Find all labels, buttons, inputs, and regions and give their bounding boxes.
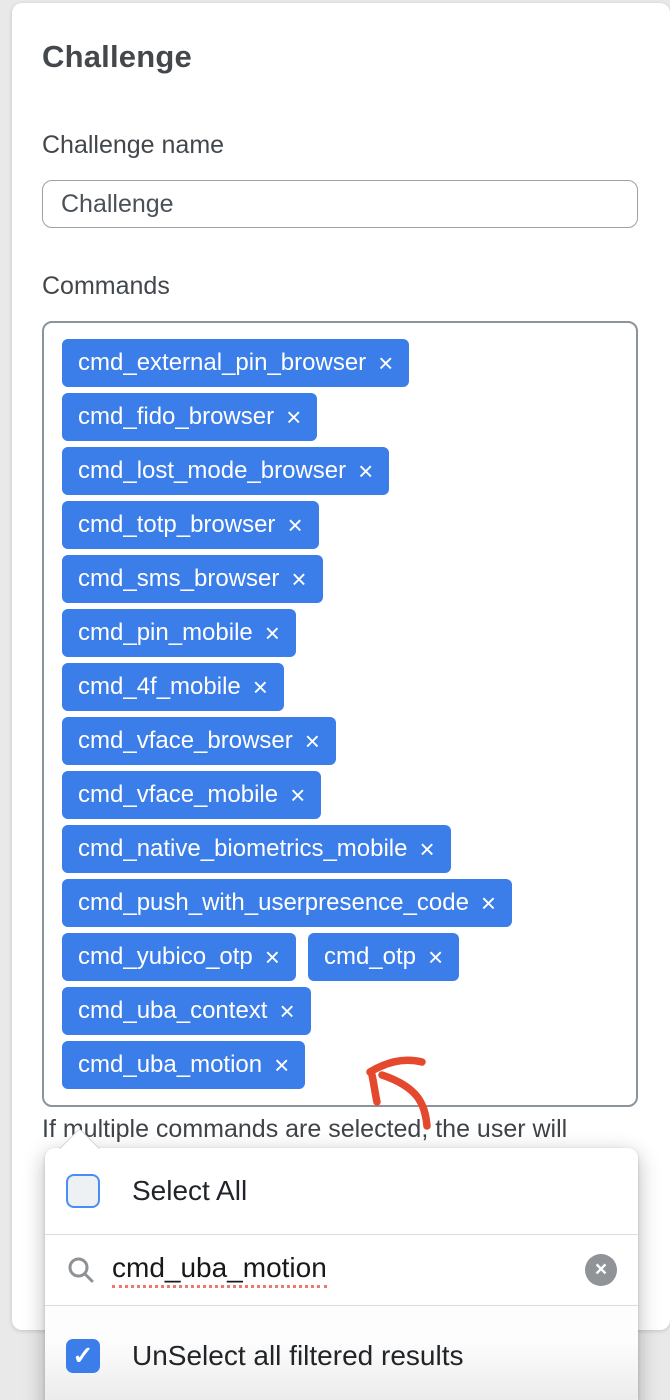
tag-label: cmd_vface_mobile	[78, 781, 279, 808]
tag-row: cmd_external_pin_browser ×	[62, 339, 618, 387]
tag-row: cmd_sms_browser ×	[62, 555, 618, 603]
command-tag[interactable]: cmd_4f_mobile ×	[62, 663, 284, 711]
unselect-filtered-row[interactable]: ✓ UnSelect all filtered results	[45, 1306, 638, 1400]
remove-tag-icon[interactable]: ×	[252, 672, 268, 702]
tag-row: cmd_fido_browser ×	[62, 393, 618, 441]
command-tag[interactable]: cmd_uba_motion ×	[62, 1041, 306, 1089]
tag-label: cmd_sms_browser	[78, 565, 280, 592]
search-input[interactable]: cmd_uba_motion	[112, 1252, 327, 1288]
select-all-row[interactable]: ✓ Select All	[45, 1148, 638, 1234]
tag-label: cmd_fido_browser	[78, 403, 275, 430]
tag-label: cmd_yubico_otp	[78, 943, 253, 970]
unselect-filtered-label: UnSelect all filtered results	[132, 1340, 464, 1371]
tag-label: cmd_external_pin_browser	[78, 349, 367, 376]
search-icon	[68, 1257, 94, 1283]
select-all-label: Select All	[132, 1175, 248, 1206]
divider	[45, 1234, 638, 1235]
command-tag[interactable]: cmd_pin_mobile ×	[62, 609, 296, 657]
tag-label: cmd_4f_mobile	[78, 673, 241, 700]
command-tag[interactable]: cmd_lost_mode_browser ×	[62, 447, 390, 495]
remove-tag-icon[interactable]: ×	[358, 456, 374, 486]
tag-label: cmd_pin_mobile	[78, 619, 253, 646]
tag-label: cmd_totp_browser	[78, 511, 276, 538]
search-row[interactable]: cmd_uba_motion ×	[45, 1235, 638, 1305]
tag-label: cmd_uba_motion	[78, 1051, 263, 1078]
command-tag[interactable]: cmd_fido_browser ×	[62, 393, 318, 441]
remove-tag-icon[interactable]: ×	[279, 996, 295, 1026]
tag-row: cmd_native_biometrics_mobile ×	[62, 825, 618, 873]
challenge-form-card: Challenge Challenge name Commands cmd_ex…	[12, 3, 670, 1330]
tag-row: cmd_lost_mode_browser ×	[62, 447, 618, 495]
help-text: If multiple commands are selected, the u…	[42, 1115, 568, 1143]
select-all-checkbox[interactable]: ✓	[66, 1174, 100, 1208]
tag-row: cmd_uba_context ×	[62, 987, 618, 1035]
remove-tag-icon[interactable]: ×	[274, 1050, 290, 1080]
tag-label: cmd_lost_mode_browser	[78, 457, 347, 484]
remove-tag-icon[interactable]: ×	[419, 834, 435, 864]
challenge-name-input[interactable]	[42, 180, 638, 228]
clear-search-button[interactable]: ×	[585, 1254, 617, 1286]
page-title: Challenge	[42, 39, 192, 74]
remove-tag-icon[interactable]: ×	[287, 510, 303, 540]
tag-label: cmd_otp	[323, 943, 417, 970]
tag-row: cmd_pin_mobile ×	[62, 609, 618, 657]
checkmark-icon: ✓	[72, 1342, 94, 1370]
tag-label: cmd_native_biometrics_mobile	[78, 835, 408, 862]
unselect-filtered-checkbox[interactable]: ✓	[66, 1339, 100, 1373]
command-tag[interactable]: cmd_sms_browser ×	[62, 555, 323, 603]
tag-row: cmd_4f_mobile ×	[62, 663, 618, 711]
remove-tag-icon[interactable]: ×	[291, 564, 307, 594]
tag-row: cmd_push_with_userpresence_code ×	[62, 879, 618, 927]
tag-label: cmd_push_with_userpresence_code	[78, 889, 469, 916]
clear-icon: ×	[594, 1258, 608, 1281]
tag-label: cmd_uba_context	[78, 997, 268, 1024]
tag-label: cmd_vface_browser	[78, 727, 293, 754]
command-tag[interactable]: cmd_uba_context ×	[62, 987, 311, 1035]
commands-multiselect[interactable]: cmd_external_pin_browser×cmd_fido_browse…	[42, 321, 638, 1107]
command-tag[interactable]: cmd_vface_browser ×	[62, 717, 336, 765]
tag-row: cmd_yubico_otp × cmd_otp ×	[62, 933, 618, 981]
remove-tag-icon[interactable]: ×	[286, 402, 302, 432]
command-tag[interactable]: cmd_push_with_userpresence_code ×	[62, 879, 513, 927]
tag-row: cmd_vface_mobile ×	[62, 771, 618, 819]
command-tag[interactable]: cmd_vface_mobile ×	[62, 771, 322, 819]
tag-row: cmd_vface_browser ×	[62, 717, 618, 765]
commands-dropdown-panel: ✓ Select All cmd_uba_motion × ✓ UnSelect…	[45, 1127, 638, 1400]
remove-tag-icon[interactable]: ×	[264, 618, 280, 648]
command-tag[interactable]: cmd_otp ×	[307, 933, 460, 981]
annotation-arrow-icon	[366, 1056, 431, 1130]
remove-tag-icon[interactable]: ×	[264, 942, 280, 972]
command-tag[interactable]: cmd_native_biometrics_mobile ×	[62, 825, 451, 873]
challenge-name-label: Challenge name	[42, 131, 225, 159]
remove-tag-icon[interactable]: ×	[480, 888, 497, 918]
commands-label: Commands	[42, 272, 170, 300]
remove-tag-icon[interactable]: ×	[304, 726, 320, 756]
remove-tag-icon[interactable]: ×	[378, 348, 394, 378]
command-tag[interactable]: cmd_external_pin_browser ×	[62, 339, 410, 387]
tag-row: cmd_uba_motion ×	[62, 1041, 618, 1089]
remove-tag-icon[interactable]: ×	[428, 942, 444, 972]
divider	[45, 1305, 638, 1306]
command-tag[interactable]: cmd_totp_browser ×	[62, 501, 319, 549]
remove-tag-icon[interactable]: ×	[290, 780, 306, 810]
command-tag[interactable]: cmd_yubico_otp ×	[62, 933, 296, 981]
tag-row: cmd_totp_browser ×	[62, 501, 618, 549]
